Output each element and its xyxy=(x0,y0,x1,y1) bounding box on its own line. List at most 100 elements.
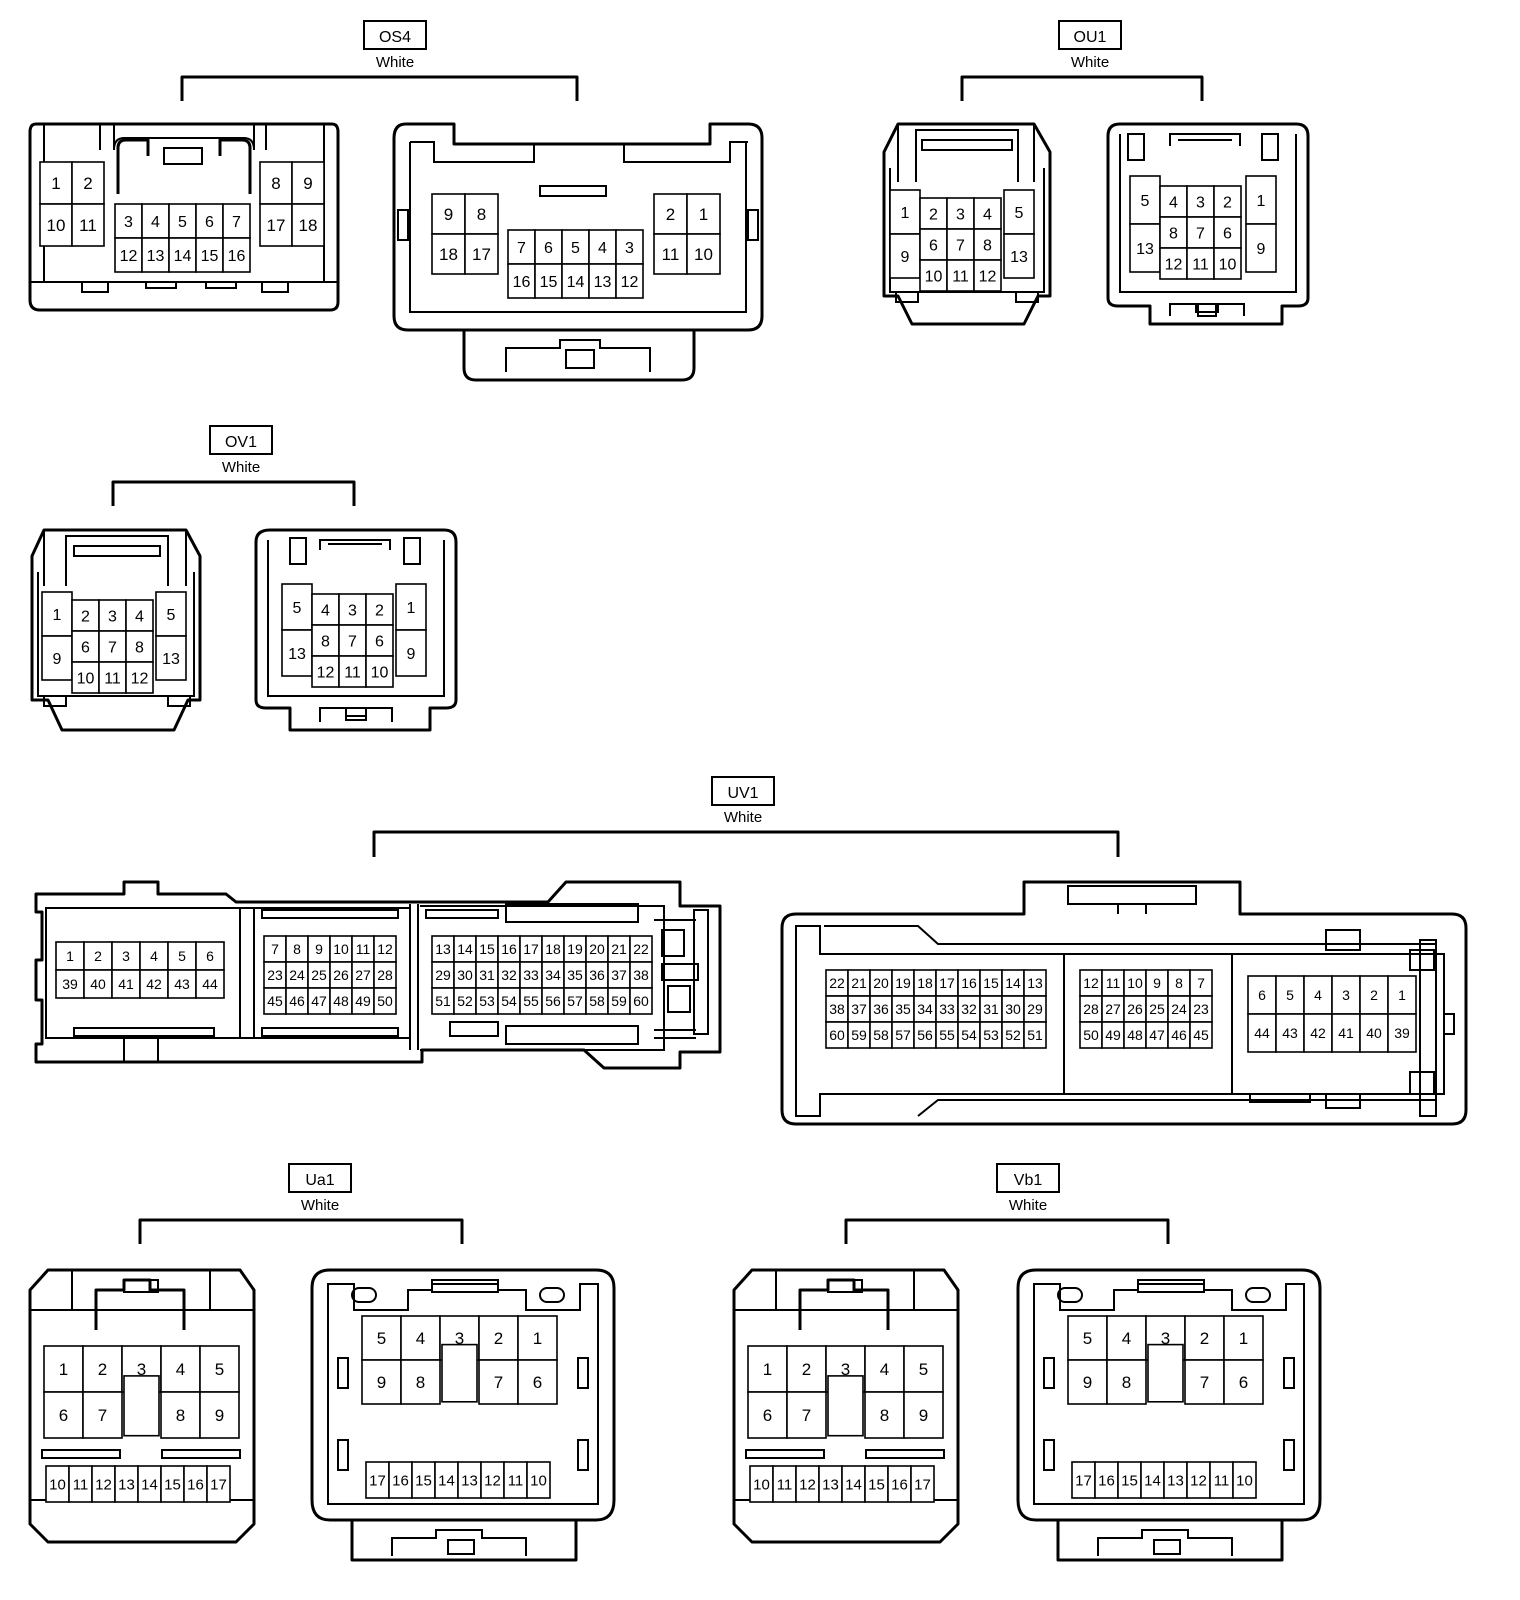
pin-number: 48 xyxy=(1127,1027,1143,1043)
pin-cell xyxy=(526,1461,551,1499)
pin-number: 12 xyxy=(621,274,639,291)
vb1-bracket xyxy=(844,1218,1170,1244)
pin-number: 43 xyxy=(1282,1025,1298,1041)
pin-number: 18 xyxy=(299,216,318,235)
pin-number: 49 xyxy=(1105,1027,1121,1043)
pin-number: 9 xyxy=(1083,1373,1092,1392)
pin-number: 21 xyxy=(851,975,867,991)
pin-cell xyxy=(507,229,536,265)
pin-number: 22 xyxy=(633,941,649,957)
pin-number: 33 xyxy=(939,1001,955,1017)
pin-number: 55 xyxy=(939,1027,955,1043)
pin-number: 4 xyxy=(321,602,330,619)
pin-number: 3 xyxy=(956,206,965,223)
pin-number: 52 xyxy=(457,993,473,1009)
pin-cell xyxy=(222,203,251,239)
pin-number: 11 xyxy=(73,1476,89,1493)
pin-number: 45 xyxy=(1193,1027,1209,1043)
pin-cell xyxy=(1129,223,1161,273)
pin-cell xyxy=(400,1315,441,1361)
pin-number: 7 xyxy=(232,214,241,231)
pin-number: 6 xyxy=(205,214,214,231)
pin-number: 36 xyxy=(589,967,605,983)
pin-cell xyxy=(222,237,251,273)
pin-number: 21 xyxy=(611,941,627,957)
pin-cell xyxy=(259,161,293,205)
pin-number: 9 xyxy=(303,174,312,193)
pin-number: 25 xyxy=(311,967,327,983)
pin-number: 2 xyxy=(81,608,90,625)
pin-number: 15 xyxy=(201,248,219,265)
os4-color-label: White xyxy=(376,54,414,71)
pin-number: 7 xyxy=(348,633,357,650)
pin-cell xyxy=(168,203,197,239)
pin-number: 9 xyxy=(315,941,323,957)
pin-number: 27 xyxy=(1105,1001,1121,1017)
pin-number: 13 xyxy=(288,646,306,663)
pin-number: 12 xyxy=(1165,256,1183,273)
pin-number: 52 xyxy=(1005,1027,1021,1043)
pin-number: 32 xyxy=(501,967,517,983)
pin-number: 45 xyxy=(267,993,283,1009)
pin-number: 4 xyxy=(416,1329,425,1348)
pin-cell xyxy=(39,203,73,247)
pin-number: 7 xyxy=(1197,975,1205,991)
pin-number: 8 xyxy=(271,174,280,193)
pin-cell xyxy=(199,1345,240,1393)
pin-cell xyxy=(1003,189,1035,235)
os4-code-box xyxy=(363,20,427,50)
os4-right-housing xyxy=(392,122,764,382)
pin-cell xyxy=(400,1359,441,1405)
vb1-code-label: Vb1 xyxy=(1014,1172,1043,1189)
pin-number: 12 xyxy=(120,248,138,265)
pin-number: 1 xyxy=(1398,987,1406,1003)
pin-number: 27 xyxy=(355,967,371,983)
pin-number: 50 xyxy=(1083,1027,1099,1043)
pin-number: 42 xyxy=(146,976,162,992)
pin-number: 24 xyxy=(289,967,305,983)
pin-number: 4 xyxy=(1169,194,1178,211)
pin-cell xyxy=(903,1391,944,1439)
pin-number: 20 xyxy=(589,941,605,957)
pin-cell xyxy=(1275,1013,1305,1053)
pin-cell xyxy=(629,987,653,1015)
pin-number: 5 xyxy=(919,1360,928,1379)
pin-number: 15 xyxy=(983,975,999,991)
pin-number: 9 xyxy=(377,1373,386,1392)
pin-cell xyxy=(71,661,100,694)
pin-number: 6 xyxy=(929,237,938,254)
pin-number: 10 xyxy=(925,268,943,285)
pin-number: 16 xyxy=(891,1476,908,1493)
pin-cell xyxy=(889,233,921,279)
connector-ua1: Ua1 White xyxy=(28,1163,616,1562)
os4-left-housing xyxy=(28,122,340,312)
pin-number: 54 xyxy=(961,1027,977,1043)
pin-number: 28 xyxy=(1083,1001,1099,1017)
pin-number: 43 xyxy=(174,976,190,992)
pin-cell xyxy=(125,630,154,663)
pin-cell xyxy=(41,591,73,637)
pin-number: 5 xyxy=(178,948,186,964)
pin-cell xyxy=(1303,1013,1333,1053)
pin-number: 10 xyxy=(49,1476,66,1493)
pin-number: 11 xyxy=(777,1476,793,1493)
pin-number: 9 xyxy=(215,1406,224,1425)
pin-number: 13 xyxy=(461,1472,478,1489)
pin-cell xyxy=(478,1359,519,1405)
pin-cell xyxy=(517,1359,558,1405)
pin-number: 18 xyxy=(545,941,561,957)
pin-number: 26 xyxy=(333,967,349,983)
pin-number: 38 xyxy=(633,967,649,983)
pin-cell xyxy=(155,635,187,681)
pin-number: 11 xyxy=(344,664,361,681)
pin-number: 59 xyxy=(611,993,627,1009)
pin-cell xyxy=(199,1391,240,1439)
pin-number: 18 xyxy=(439,245,458,264)
pin-cell xyxy=(160,1345,201,1393)
ua1-color-label: White xyxy=(301,1197,339,1214)
pin-number: 14 xyxy=(1144,1472,1161,1489)
pin-cell xyxy=(111,941,141,971)
pin-cell xyxy=(365,655,394,688)
